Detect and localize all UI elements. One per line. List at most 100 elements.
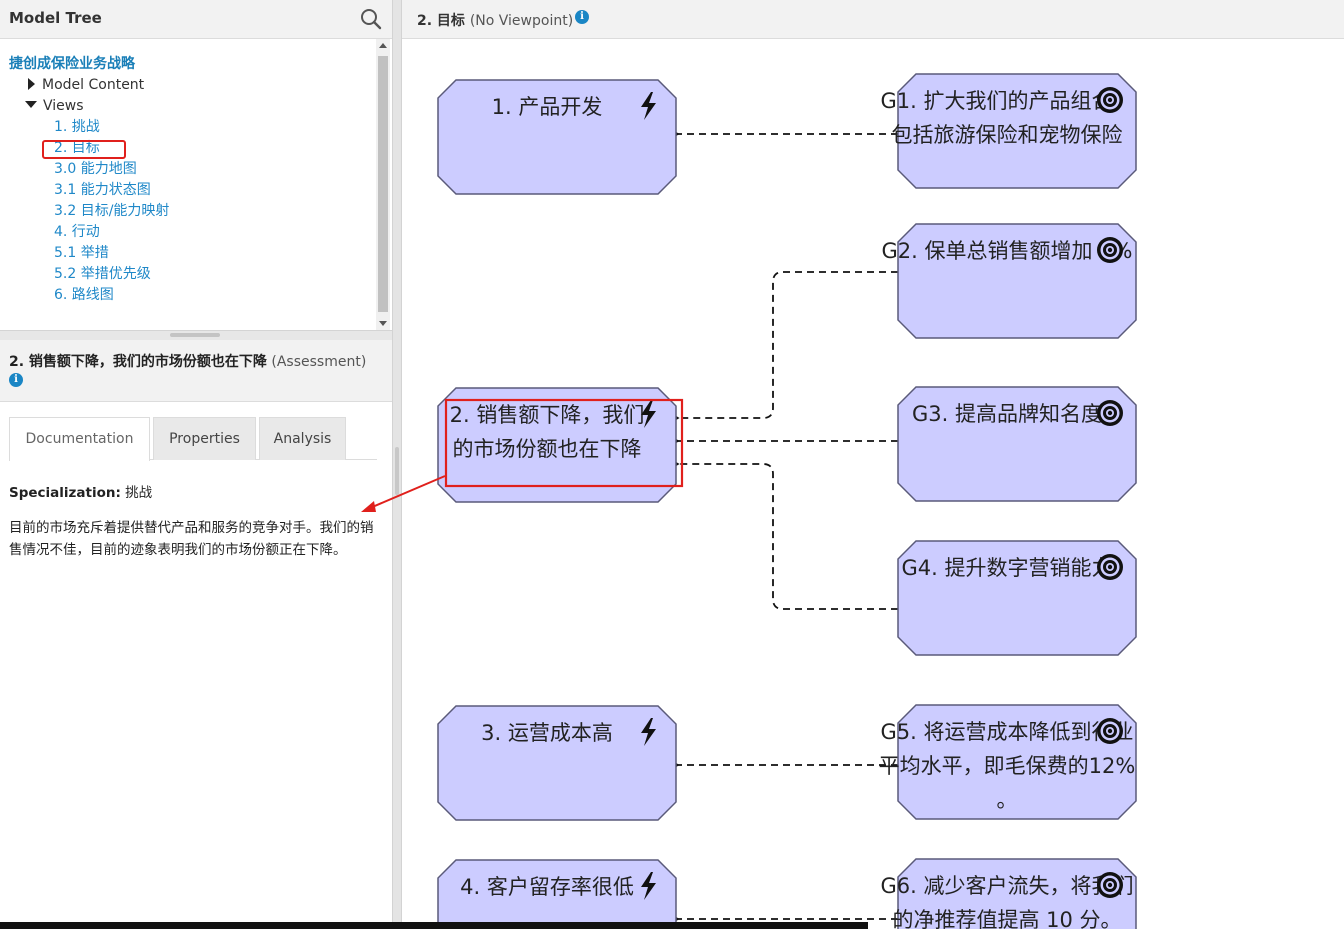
search-icon[interactable]	[358, 6, 384, 32]
tree-view-item[interactable]: 3.1 能力状态图	[54, 182, 151, 198]
tree-view-item[interactable]: 3.2 目标/能力映射	[54, 203, 170, 219]
specialization-label: Specialization:	[9, 485, 121, 501]
model-tree-title: Model Tree	[9, 9, 102, 27]
diagram-canvas[interactable]: 1. 产品开发 2. 销售额下降，我们的市场份额也在下降 3. 运营成本高 4. 客户…	[402, 39, 1344, 929]
assessment-label: 3. 运营成本高	[481, 721, 613, 745]
goal-node-g2[interactable]: G2. 保单总销售额增加 5%	[882, 223, 1137, 339]
lightning-icon	[641, 92, 656, 120]
influence-relation[interactable]	[668, 458, 898, 610]
view-header: 2. 目标 (No Viewpoint) i	[402, 0, 1344, 39]
goal-label: 的净推荐值提高 10 分。	[892, 908, 1121, 929]
splitter-grip[interactable]	[395, 447, 399, 495]
tree-root[interactable]: 捷创成保险业务战略	[9, 56, 135, 72]
goal-shape[interactable]	[897, 858, 1137, 929]
tree-item-label: Views	[43, 98, 84, 114]
tree-view-item[interactable]: 5.2 举措优先级	[54, 266, 151, 282]
tree-item-label: Model Content	[42, 77, 145, 93]
element-title: 2. 销售额下降，我们的市场份额也在下降	[9, 354, 267, 370]
assessment-shape[interactable]	[437, 387, 677, 503]
assessment-shape[interactable]	[437, 705, 677, 821]
tab-analysis[interactable]: Analysis	[259, 417, 346, 460]
vertical-splitter[interactable]	[392, 0, 402, 929]
model-tree-header: Model Tree	[0, 0, 392, 39]
tree-view-item[interactable]: 5.1 举措	[54, 245, 109, 261]
tree-scrollbar[interactable]	[376, 39, 390, 330]
assessment-node-a1[interactable]: 1. 产品开发	[437, 79, 677, 195]
tab-documentation[interactable]: Documentation	[9, 417, 150, 461]
diagram-svg: 1. 产品开发 2. 销售额下降，我们的市场份额也在下降 3. 运营成本高 4. 客户…	[437, 73, 1137, 929]
element-type: (Assessment)	[271, 354, 367, 370]
annotation-arrowhead	[361, 501, 376, 512]
goal-label: G3. 提高品牌知名度	[912, 402, 1102, 426]
view-title: 2. 目标	[417, 13, 465, 29]
tree-item-model-content[interactable]: Model Content	[28, 76, 144, 94]
assessment-label: 1. 产品开发	[492, 95, 603, 119]
goal-label: G1. 扩大我们的产品组合，	[881, 89, 1134, 113]
scroll-down-icon[interactable]	[379, 321, 387, 326]
goal-label: G2. 保单总销售额增加 5%	[882, 239, 1133, 263]
target-icon	[1097, 872, 1123, 898]
goal-shape[interactable]	[897, 386, 1137, 502]
collapse-icon[interactable]	[25, 101, 37, 108]
assessment-shape[interactable]	[437, 859, 677, 929]
assessment-label: 2. 销售额下降，我们	[450, 403, 645, 427]
scroll-up-icon[interactable]	[379, 43, 387, 48]
goal-label: 。	[997, 788, 1018, 812]
details-header: 2. 销售额下降，我们的市场份额也在下降 (Assessment) i	[0, 340, 392, 402]
model-tree: 捷创成保险业务战略 Model Content Views 1. 挑战 2. 目…	[0, 39, 392, 330]
assessment-node-a2[interactable]: 2. 销售额下降，我们的市场份额也在下降	[437, 387, 677, 503]
target-icon	[1097, 554, 1123, 580]
left-panel: Model Tree 捷创成保险业务战略 Model Content Views…	[0, 0, 392, 929]
splitter-grip[interactable]	[170, 333, 220, 337]
tree-view-item[interactable]: 3.0 能力地图	[54, 161, 137, 177]
influence-relation[interactable]	[668, 271, 898, 424]
lightning-icon	[641, 718, 656, 746]
target-icon	[1097, 237, 1123, 263]
info-icon[interactable]: i	[9, 373, 23, 387]
selection-highlight	[42, 140, 126, 159]
diagram-panel: 2. 目标 (No Viewpoint) i 1. 产品开发 2. 销售额下降，我…	[402, 0, 1344, 929]
tree-view-item[interactable]: 6. 路线图	[54, 287, 114, 303]
specialization: Specialization: 挑战	[9, 482, 374, 504]
scrollbar-thumb[interactable]	[378, 56, 388, 312]
target-icon	[1097, 400, 1123, 426]
assessment-shape[interactable]	[437, 79, 677, 195]
annotation-arrow	[369, 475, 446, 509]
goal-shape[interactable]	[897, 223, 1137, 339]
assessment-node-a3[interactable]: 3. 运营成本高	[437, 705, 677, 821]
tree-view-item-selected[interactable]: 2. 目标	[54, 140, 100, 156]
goal-shape[interactable]	[897, 540, 1137, 656]
tree-item-views[interactable]: Views	[25, 97, 84, 115]
goal-label: G4. 提升数字营销能力	[902, 556, 1113, 580]
goal-label: G6. 减少客户流失，将我们	[881, 874, 1134, 898]
viewpoint-label: (No Viewpoint)	[469, 13, 574, 29]
documentation-text: 目前的市场充斥着提供替代产品和服务的竞争对手。我们的销售情况不佳，目前的迹象表明…	[9, 520, 374, 558]
goal-node-g3[interactable]: G3. 提高品牌知名度	[897, 386, 1137, 502]
documentation-panel: Specialization: 挑战 目前的市场充斥着提供替代产品和服务的竞争对…	[9, 482, 374, 561]
target-icon	[1097, 87, 1123, 113]
horizontal-splitter[interactable]	[0, 330, 392, 340]
expand-icon[interactable]	[28, 78, 35, 90]
goal-label: 包括旅游保险和宠物保险	[892, 123, 1123, 147]
selection-highlight	[444, 398, 684, 488]
assessment-label: 4. 客户留存率很低	[460, 875, 634, 899]
status-bar	[0, 922, 868, 929]
lightning-icon	[641, 872, 656, 900]
details-tabs: Documentation Properties Analysis	[9, 417, 377, 461]
goal-shape[interactable]	[897, 73, 1137, 189]
goal-shape[interactable]	[897, 704, 1137, 820]
goal-label: 平均水平，即毛保费的12%	[879, 754, 1136, 778]
goal-node-g4[interactable]: G4. 提升数字营销能力	[897, 540, 1137, 656]
assessment-label: 的市场份额也在下降	[453, 437, 642, 461]
tab-properties[interactable]: Properties	[153, 417, 256, 460]
tree-view-item[interactable]: 4. 行动	[54, 224, 100, 240]
info-icon[interactable]: i	[575, 10, 589, 24]
assessment-node-a4[interactable]: 4. 客户留存率很低	[437, 859, 677, 929]
goal-label: G5. 将运营成本降低到行业	[881, 720, 1134, 744]
goal-node-g1[interactable]: G1. 扩大我们的产品组合， 包括旅游保险和宠物保险	[881, 73, 1137, 189]
lightning-icon	[641, 400, 656, 428]
tree-view-item[interactable]: 1. 挑战	[54, 119, 100, 135]
